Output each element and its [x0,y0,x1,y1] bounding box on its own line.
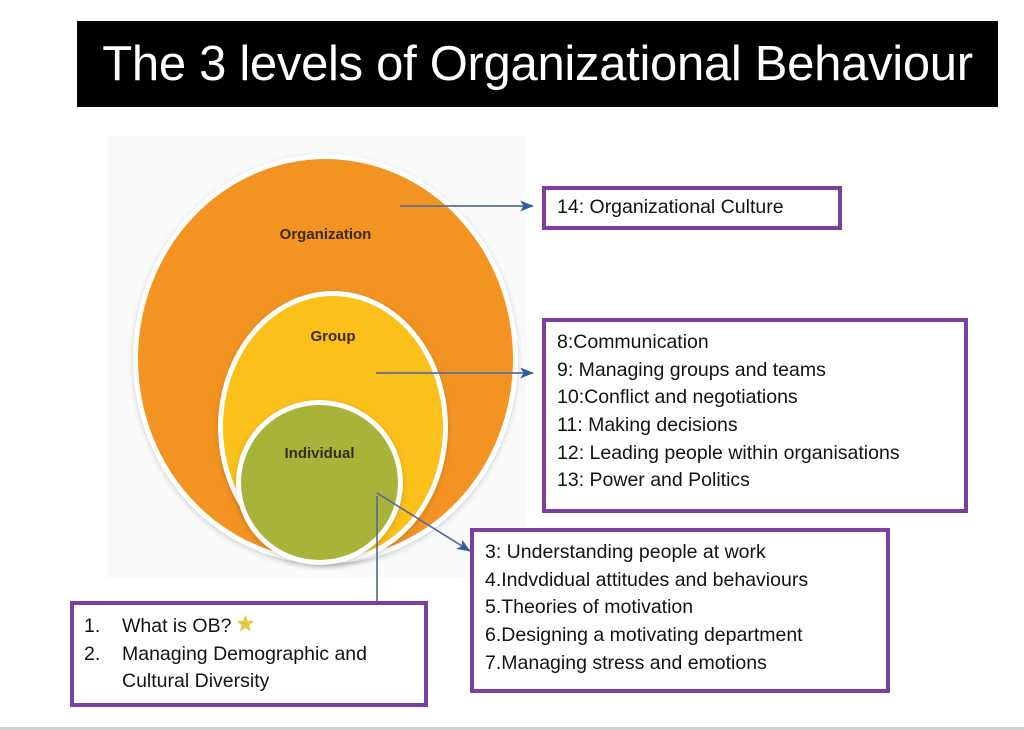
callout-individual-line-4: 7.Managing stress and emotions [485,651,767,674]
callout-group-line-3: 11: Making decisions [557,414,738,437]
callout-organizational-culture: 14: Organizational Culture [542,186,842,230]
intro-item-2-label: Managing Demographic and [122,642,367,665]
ring-individual-label: Individual [284,445,355,462]
callout-individual-line-2: 5.Theories of motivation [485,596,694,619]
intro-item-2: 2. Managing Demographic and [84,641,414,669]
intro-item-1: 1. What is OB? ★ [84,613,414,641]
callout-group-topics: 8:Communication 9: Managing groups and t… [542,318,968,513]
ring-organization-label: Organization [279,226,372,243]
callout-individual-line-0: 3: Understanding people at work [485,541,766,563]
callout-group-line-2: 10:Conflict and negotiations [557,386,798,409]
callout-group-line-4: 12: Leading people within organisations [557,441,900,464]
intro-item-2-number: 2. [84,642,101,665]
page-title: The 3 levels of Organizational Behaviour [102,36,973,91]
intro-item-2-continuation: Cultural Diversity [84,668,414,696]
callout-individual-topics: 3: Understanding people at work 4.Indvdi… [470,528,890,693]
callout-intro-topics: 1. What is OB? ★ 2. Managing Demographic… [70,601,428,707]
ring-individual: Individual [236,400,403,565]
ring-group-label: Group [310,328,356,345]
concentric-levels-diagram: Organization Group Individual [108,136,526,578]
callout-group-line-0: 8:Communication [557,331,709,353]
callout-individual-line-1: 4.Indvdidual attitudes and behaviours [485,568,809,591]
callout-individual-line-3: 6.Designing a motivating department [485,624,803,647]
intro-item-2-continuation-label: Cultural Diversity [122,670,270,693]
intro-item-1-number: 1. [84,615,101,637]
slide-title-bar: The 3 levels of Organizational Behaviour [77,21,998,107]
callout-culture-line-0: 14: Organizational Culture [557,196,784,219]
callout-group-line-1: 9: Managing groups and teams [557,358,826,381]
callout-group-line-5: 13: Power and Politics [557,469,750,492]
star-icon: ★ [235,611,256,636]
intro-item-1-label: What is OB? [122,615,232,637]
bottom-divider [0,727,1024,730]
